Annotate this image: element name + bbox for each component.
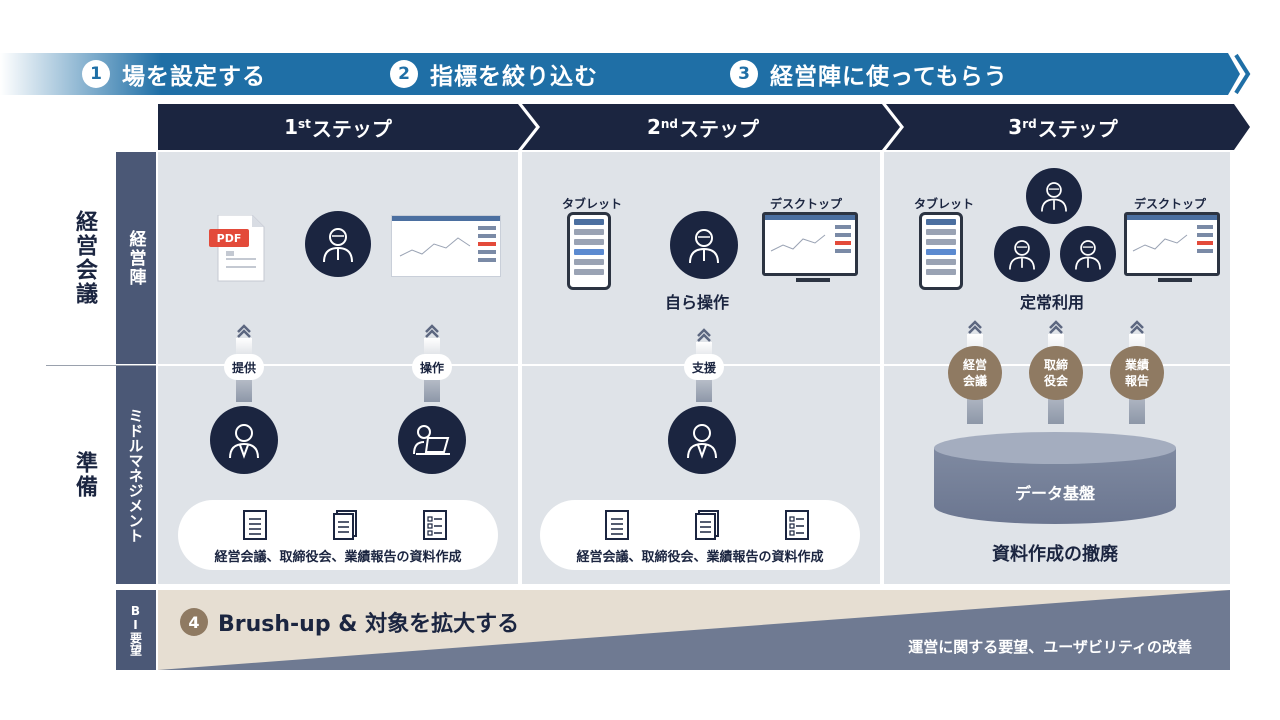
phase-3: 3 経営陣に使ってもらう — [730, 53, 1008, 95]
checklist-icon — [785, 510, 809, 540]
phase-1-label: 場を設定する — [122, 64, 266, 90]
brushup-title: 4 Brush-up & 対象を拡大する — [180, 606, 519, 638]
role-bar-bi: BI要望 — [116, 590, 156, 670]
role-middle-text: ミドルマネジメント — [126, 407, 145, 543]
phase-2: 2 指標を絞り込む — [390, 53, 598, 95]
phase-1-number: 1 — [82, 60, 110, 88]
tag-support: 支援 — [684, 354, 724, 380]
step-2-ordinal: 2 — [646, 115, 661, 139]
circle-board-meeting-text: 取締 役会 — [1043, 358, 1068, 388]
desktop-monitor-icon — [1124, 212, 1220, 276]
tablet-icon — [919, 212, 963, 290]
chevron-up-icon — [968, 320, 982, 334]
manager-laptop-icon — [398, 406, 466, 474]
report-prep-text: 経営会議、取締役会、業績報告の資料作成 — [576, 550, 824, 565]
step-1-text: ステップ — [311, 116, 392, 141]
circle-management-meeting-text: 経営 会議 — [962, 358, 987, 388]
executive-avatar-icon — [994, 226, 1050, 282]
chevron-up-icon — [1130, 320, 1144, 334]
tablet-icon — [567, 212, 611, 290]
step-3-suffix: rd — [1022, 117, 1037, 131]
documents-stack-icon — [333, 510, 357, 540]
brushup-number: 4 — [180, 608, 208, 636]
executive-avatar-icon — [1060, 226, 1116, 282]
regular-use-caption: 定常利用 — [1020, 293, 1085, 312]
tablet-label: タブレット — [562, 197, 623, 211]
step-1-suffix: st — [298, 117, 311, 131]
desktop-label: デスクトップ — [1134, 197, 1207, 211]
executive-avatar-icon — [1026, 168, 1082, 224]
step-3-ordinal: 3 — [1008, 115, 1023, 139]
desktop-monitor-icon — [762, 212, 858, 276]
abolish-report-prep-caption: 資料作成の撤廃 — [992, 544, 1118, 565]
brushup-subtitle: 運営に関する要望、ユーザビリティの改善 — [908, 638, 1192, 656]
circle-management-meeting: 経営 会議 — [948, 346, 1002, 400]
circle-board-meeting: 取締 役会 — [1029, 346, 1083, 400]
phase-2-label: 指標を絞り込む — [430, 64, 598, 90]
row-label-prep: 準備 — [60, 366, 108, 584]
phase-1: 1 場を設定する — [82, 53, 266, 95]
tag-provide: 提供 — [224, 354, 264, 380]
role-bar-executives: 経営陣 — [116, 152, 156, 364]
brushup-title-text: Brush-up & 対象を拡大する — [218, 612, 520, 637]
chevron-up-icon — [697, 328, 711, 342]
row-divider — [46, 365, 156, 366]
row-label-meeting: 経営会議 — [60, 152, 108, 364]
phase-2-number: 2 — [390, 60, 418, 88]
phase-3-number: 3 — [730, 60, 758, 88]
tag-operate: 操作 — [412, 354, 452, 380]
manager-avatar-icon — [668, 406, 736, 474]
tablet-label: タブレット — [914, 197, 975, 211]
manager-avatar-icon — [210, 406, 278, 474]
desktop-label: デスクトップ — [770, 197, 843, 211]
pdf-badge: PDF — [209, 229, 249, 247]
document-icon — [605, 510, 629, 540]
pdf-document-icon — [217, 215, 265, 282]
step-2-suffix: nd — [660, 117, 679, 131]
role-executives-text: 経営陣 — [125, 229, 146, 287]
monitor-stand — [796, 278, 830, 282]
self-operate-caption: 自ら操作 — [665, 293, 730, 312]
dashboard-screenshot — [391, 215, 501, 277]
step-2-text: ステップ — [679, 116, 760, 141]
executive-avatar-icon — [670, 211, 738, 279]
step-header — [158, 104, 1250, 150]
report-prep-text: 経営会議、取締役会、業績報告の資料作成 — [214, 550, 462, 565]
chevron-up-icon — [1049, 320, 1063, 334]
circle-performance-report: 業績 報告 — [1110, 346, 1164, 400]
database-cylinder-icon — [934, 432, 1176, 524]
documents-stack-icon — [695, 510, 719, 540]
step-1-ordinal: 1 — [284, 115, 299, 139]
role-bar-middle: ミドルマネジメント — [116, 366, 156, 584]
checklist-icon — [423, 510, 447, 540]
phase-banner-arrow — [0, 53, 1251, 95]
database-label: データ基盤 — [1014, 484, 1095, 503]
row-label-meeting-text: 経営会議 — [72, 210, 97, 306]
chevron-up-icon — [237, 324, 251, 338]
chevron-up-icon — [425, 324, 439, 338]
step-3-text: ステップ — [1037, 116, 1118, 141]
monitor-stand — [1158, 278, 1192, 282]
executive-avatar-icon — [305, 211, 371, 277]
circle-performance-report-text: 業績 報告 — [1124, 358, 1149, 388]
bi-request-bar — [158, 590, 1230, 670]
row-label-prep-text: 準備 — [72, 451, 97, 499]
role-bi-text: BI要望 — [128, 604, 143, 656]
document-icon — [243, 510, 267, 540]
phase-3-label: 経営陣に使ってもらう — [770, 64, 1008, 90]
phase-banner — [0, 53, 1252, 95]
